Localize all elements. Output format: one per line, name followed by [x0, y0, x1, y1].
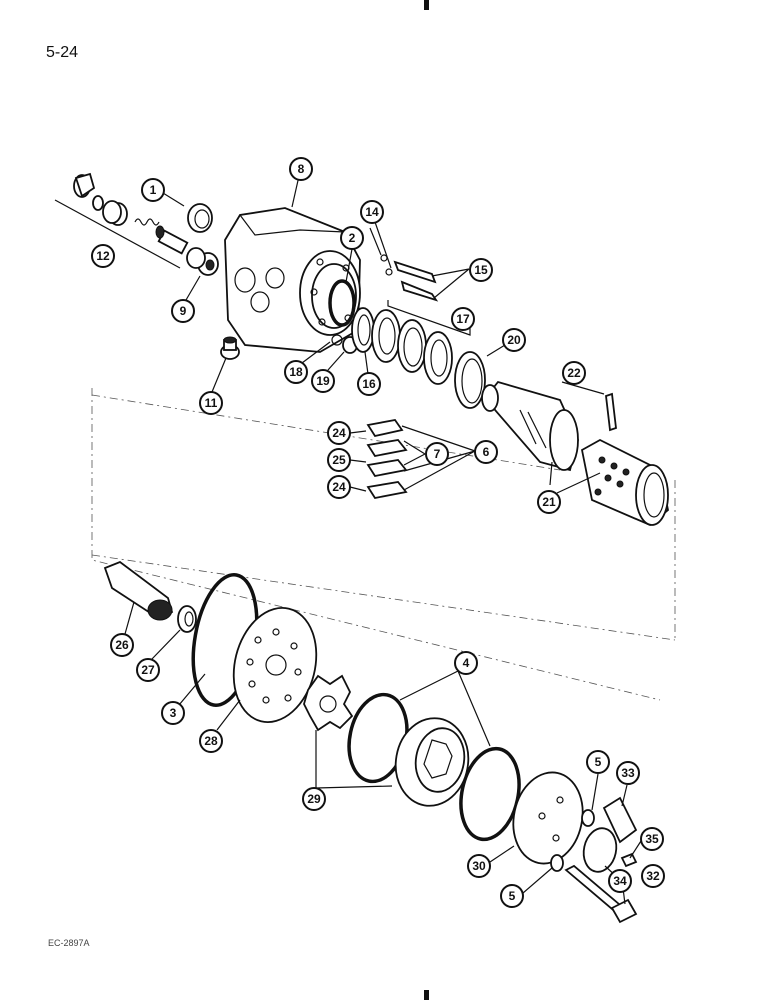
callout-33: 33 [616, 761, 640, 785]
callout-19: 19 [311, 369, 335, 393]
end-cap [512, 771, 584, 865]
svg-text:19: 19 [316, 374, 330, 388]
svg-text:1: 1 [150, 183, 157, 197]
callout-24-bottom: 24 [327, 475, 351, 499]
callout-11: 11 [199, 391, 223, 415]
spool-and-sleeve [481, 380, 669, 527]
svg-text:8: 8 [298, 162, 305, 176]
callout-2: 2 [340, 226, 364, 250]
end-cap-hardware [550, 796, 638, 924]
svg-text:12: 12 [96, 249, 110, 263]
svg-text:9: 9 [180, 304, 187, 318]
svg-text:33: 33 [621, 766, 635, 780]
relief-valve-assembly [54, 172, 189, 269]
callout-16: 16 [357, 372, 381, 396]
spacer [177, 605, 197, 633]
svg-text:11: 11 [205, 396, 218, 410]
svg-text:4: 4 [463, 656, 470, 670]
callout-18: 18 [284, 360, 308, 384]
plug-fitting [220, 336, 240, 360]
svg-text:35: 35 [645, 832, 659, 846]
callout-24-top: 24 [327, 421, 351, 445]
callout-22: 22 [562, 361, 586, 385]
callout-9: 9 [171, 299, 195, 323]
gerotor-rotor [303, 674, 354, 732]
callout-28: 28 [199, 729, 223, 753]
svg-text:26: 26 [115, 638, 129, 652]
callout-21: 21 [537, 490, 561, 514]
svg-text:34: 34 [613, 874, 627, 888]
callout-32: 32 [641, 864, 665, 888]
callout-35: 35 [640, 827, 664, 851]
svg-text:16: 16 [362, 377, 376, 391]
callout-15: 15 [469, 258, 493, 282]
callout-3: 3 [161, 701, 185, 725]
check-valve-seat [186, 247, 219, 276]
callout-27: 27 [136, 658, 160, 682]
shaft-seal [187, 203, 213, 233]
callout-6: 6 [474, 440, 498, 464]
svg-text:24: 24 [332, 480, 346, 494]
drive-shaft [103, 560, 174, 621]
svg-text:21: 21 [542, 495, 556, 509]
svg-text:27: 27 [141, 663, 155, 677]
callout-4: 4 [454, 651, 478, 675]
page-mark-top [424, 0, 429, 10]
callout-5-top: 5 [586, 750, 610, 774]
callout-17: 17 [451, 307, 475, 331]
callout-14: 14 [360, 200, 384, 224]
spacer-plate [232, 606, 318, 724]
centering-springs [366, 419, 408, 500]
callout-25: 25 [327, 448, 351, 472]
svg-text:20: 20 [507, 333, 521, 347]
svg-text:7: 7 [434, 447, 441, 461]
cross-pin [605, 392, 617, 432]
thrust-bearing-stack [371, 300, 471, 385]
callout-7: 7 [425, 442, 449, 466]
svg-text:15: 15 [474, 263, 488, 277]
svg-text:5: 5 [595, 755, 602, 769]
callout-1: 1 [141, 178, 165, 202]
gerotor-stator [394, 717, 470, 807]
svg-text:3: 3 [170, 706, 177, 720]
svg-text:32: 32 [646, 869, 660, 883]
svg-text:5: 5 [509, 889, 516, 903]
check-balls-and-pins [380, 254, 439, 302]
leader-lines [124, 175, 642, 905]
svg-text:17: 17 [456, 312, 470, 326]
callout-20: 20 [502, 328, 526, 352]
svg-text:22: 22 [567, 366, 581, 380]
svg-text:14: 14 [365, 205, 379, 219]
svg-text:30: 30 [472, 859, 486, 873]
svg-text:24: 24 [332, 426, 346, 440]
retaining-ring [454, 351, 486, 409]
svg-text:6: 6 [483, 445, 490, 459]
callout-30: 30 [467, 854, 491, 878]
svg-text:18: 18 [289, 365, 303, 379]
callout-8: 8 [289, 157, 313, 181]
reference-code: EC-2897A [48, 938, 90, 948]
svg-text:29: 29 [307, 792, 321, 806]
page-mark-bottom [424, 990, 429, 1000]
svg-text:28: 28 [204, 734, 218, 748]
page-number: 5-24 [46, 44, 79, 61]
svg-text:25: 25 [332, 453, 346, 467]
callout-34: 34 [608, 869, 632, 893]
valve-housing [224, 207, 361, 353]
svg-text:2: 2 [349, 231, 356, 245]
callout-12: 12 [91, 244, 115, 268]
callout-26: 26 [110, 633, 134, 657]
callout-29: 29 [302, 787, 326, 811]
callout-5-bottom: 5 [500, 884, 524, 908]
